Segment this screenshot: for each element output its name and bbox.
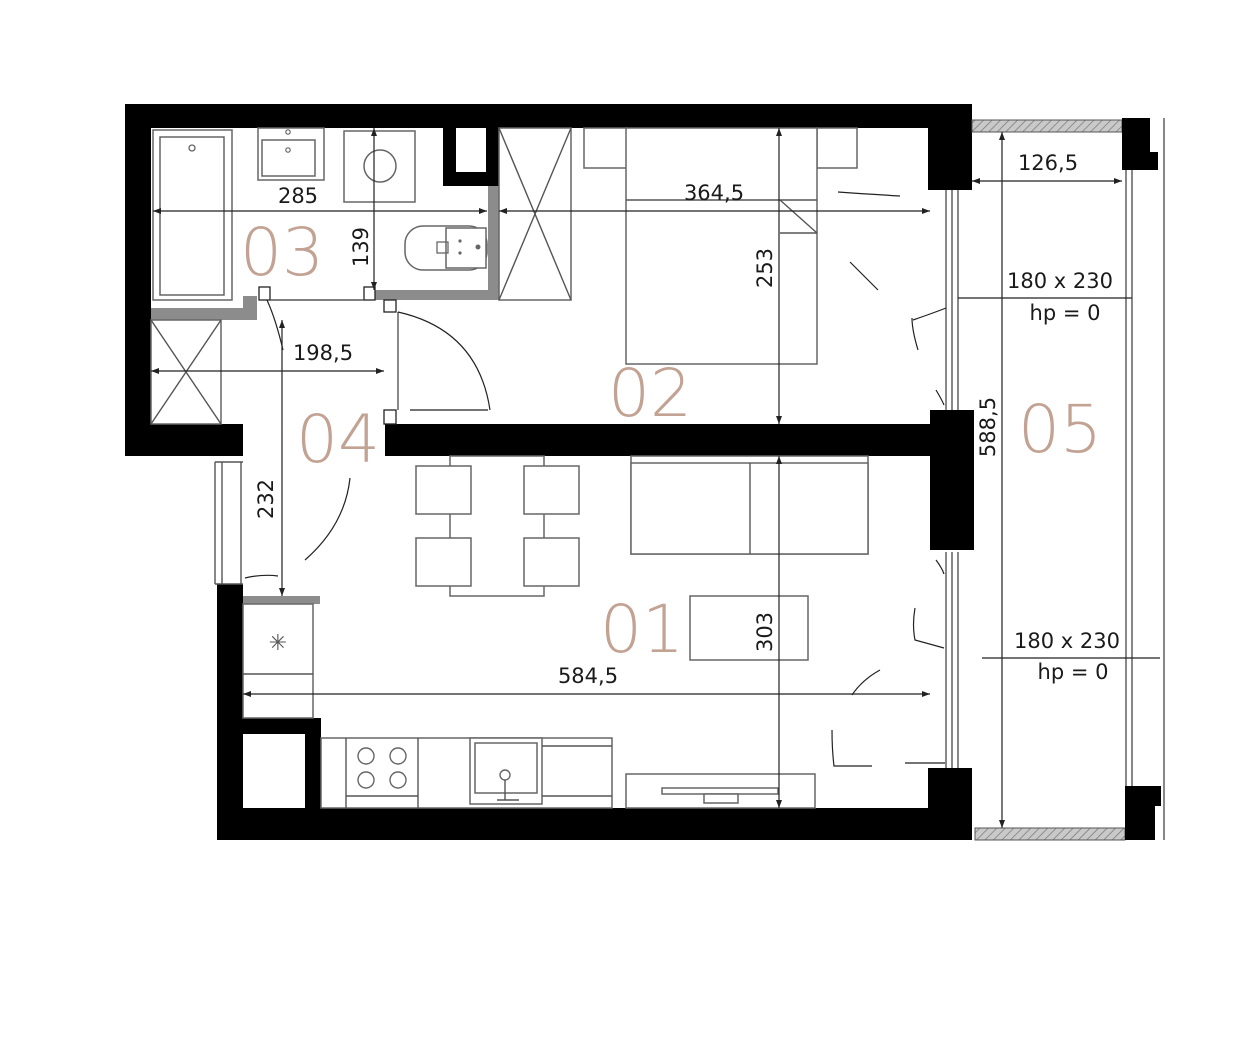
interior-walls (243, 128, 960, 810)
dim-hall-width: 198,5 (293, 341, 353, 365)
svg-text:✳: ✳ (269, 631, 287, 656)
dim-bath-depth: 139 (349, 227, 373, 267)
window-upper-hp: hp = 0 (1030, 301, 1101, 325)
bedroom-furniture (583, 127, 858, 365)
door-swings (244, 191, 947, 767)
balcony (971, 118, 1165, 841)
dim-balcony-width: 126,5 (1018, 151, 1078, 175)
window-frames (214, 190, 959, 768)
partition-walls (151, 186, 499, 604)
window-lower-size: 180 x 230 (1014, 629, 1120, 653)
dim-bedroom-depth: 253 (753, 248, 777, 288)
window-lower-hp: hp = 0 (1038, 660, 1109, 684)
dim-balcony-length: 588,5 (976, 397, 1000, 457)
room-label-01: 01 (600, 591, 684, 668)
room-label-02: 02 (608, 355, 692, 432)
bathroom-fixtures (152, 127, 488, 301)
dim-bedroom-width: 364,5 (684, 181, 744, 205)
dim-living-width: 584,5 (558, 664, 618, 688)
storage-units (150, 127, 572, 425)
dimension-lines (151, 128, 1160, 828)
kitchen-units: ✳ (242, 603, 613, 809)
room-label-05: 05 (1018, 391, 1102, 468)
dim-hall-depth: 232 (254, 479, 278, 519)
living-furniture (415, 455, 869, 809)
room-label-03: 03 (240, 214, 324, 291)
exterior-walls (125, 104, 974, 840)
dim-bath-width: 285 (278, 184, 318, 208)
room-label-04: 04 (296, 401, 380, 478)
dim-living-depth: 303 (753, 612, 777, 652)
window-upper-size: 180 x 230 (1007, 269, 1113, 293)
